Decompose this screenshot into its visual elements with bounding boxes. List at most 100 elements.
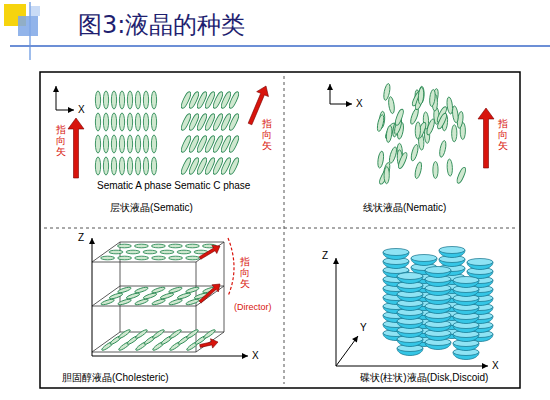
molecule bbox=[386, 125, 393, 143]
caption-label: (Director) bbox=[234, 302, 272, 312]
molecule bbox=[127, 113, 132, 131]
axis-line bbox=[336, 258, 337, 366]
molecule bbox=[168, 286, 182, 294]
axis-label: Z bbox=[78, 232, 84, 244]
molecule bbox=[228, 91, 240, 110]
molecule bbox=[118, 329, 132, 340]
molecule bbox=[135, 91, 140, 109]
director-label: 指向矢 bbox=[240, 256, 250, 289]
box-edge bbox=[120, 242, 121, 332]
molecule bbox=[143, 250, 157, 254]
molecule bbox=[109, 250, 123, 254]
director-label: 指向矢 bbox=[498, 118, 508, 151]
molecule bbox=[95, 157, 100, 175]
director-label: 指向矢 bbox=[262, 118, 272, 151]
axis-line bbox=[92, 356, 248, 357]
director-arrow bbox=[478, 108, 494, 168]
molecule bbox=[126, 292, 140, 300]
axis-label: X bbox=[356, 98, 363, 110]
caption-label: Sematic A phase Sematic C phase bbox=[97, 180, 250, 192]
molecule bbox=[151, 91, 156, 109]
molecule bbox=[384, 167, 389, 184]
molecule bbox=[134, 244, 148, 248]
axis-line bbox=[92, 238, 93, 356]
molecule bbox=[111, 91, 116, 109]
molecule bbox=[152, 329, 166, 340]
molecule bbox=[151, 157, 156, 175]
molecule bbox=[418, 87, 425, 104]
molecule bbox=[456, 166, 467, 184]
molecule bbox=[446, 97, 453, 114]
molecule bbox=[414, 161, 423, 179]
molecule bbox=[452, 125, 457, 142]
molecule bbox=[394, 108, 405, 126]
molecule bbox=[95, 135, 100, 153]
molecule bbox=[135, 135, 140, 153]
molecule bbox=[416, 122, 427, 140]
title-rule bbox=[10, 45, 550, 47]
molecule bbox=[143, 292, 157, 300]
molecule bbox=[168, 244, 182, 248]
molecule bbox=[177, 250, 191, 254]
caption-label: 胆固醇液晶(Cholesteric) bbox=[62, 372, 169, 384]
molecule bbox=[119, 157, 124, 175]
molecule bbox=[228, 157, 240, 176]
molecule bbox=[376, 114, 385, 132]
disk-top bbox=[453, 277, 479, 284]
axis-line bbox=[336, 336, 358, 366]
molecule bbox=[101, 256, 115, 260]
molecule bbox=[111, 157, 116, 175]
box-edge bbox=[196, 262, 197, 352]
axis-arrowhead bbox=[89, 238, 95, 244]
molecule bbox=[151, 286, 165, 294]
axis-arrowhead bbox=[53, 86, 59, 92]
molecule bbox=[397, 152, 408, 170]
molecule bbox=[135, 256, 149, 260]
caption-label: 线状液晶(Nematic) bbox=[363, 202, 446, 214]
molecule bbox=[103, 135, 108, 153]
divider bbox=[284, 76, 285, 384]
molecule bbox=[117, 286, 131, 294]
molecule bbox=[135, 329, 149, 340]
disk-top bbox=[467, 259, 493, 266]
disk-top bbox=[383, 249, 409, 256]
molecule bbox=[203, 329, 217, 340]
page-title: 图3:液晶的种类 bbox=[78, 9, 245, 41]
molecule bbox=[109, 292, 123, 300]
molecule bbox=[186, 256, 200, 260]
molecule bbox=[143, 113, 148, 131]
director-arrow bbox=[199, 245, 220, 259]
molecule bbox=[151, 113, 156, 131]
molecule bbox=[151, 298, 165, 306]
disk-top bbox=[439, 247, 465, 254]
smectic-panel: X指向矢指向矢Sematic A phase Sematic C phase层状… bbox=[42, 74, 282, 226]
molecule bbox=[127, 157, 132, 175]
caption-label: 碟状(柱状)液晶(Disk,Discoid) bbox=[360, 372, 488, 384]
box-edge bbox=[120, 242, 224, 243]
molecule bbox=[117, 244, 131, 248]
molecule bbox=[103, 91, 108, 109]
box-edge bbox=[92, 262, 196, 263]
molecule bbox=[436, 112, 448, 130]
molecule bbox=[103, 113, 108, 131]
molecule bbox=[377, 151, 385, 169]
smectic-figure bbox=[53, 86, 268, 178]
molecule bbox=[119, 135, 124, 153]
molecule bbox=[438, 140, 447, 158]
panel-border bbox=[40, 72, 520, 388]
molecule bbox=[415, 122, 421, 139]
axis-arrowhead bbox=[327, 84, 333, 90]
box-edge bbox=[92, 352, 196, 353]
disk-top bbox=[411, 255, 437, 262]
nematic-figure bbox=[327, 83, 494, 185]
axis-label: Y bbox=[360, 322, 367, 334]
molecule bbox=[135, 113, 140, 131]
molecule bbox=[95, 113, 100, 131]
director-arrow bbox=[68, 118, 84, 178]
discoid-figure bbox=[333, 247, 493, 370]
molecule bbox=[143, 157, 148, 175]
molecule bbox=[152, 256, 166, 260]
molecule bbox=[177, 292, 191, 300]
